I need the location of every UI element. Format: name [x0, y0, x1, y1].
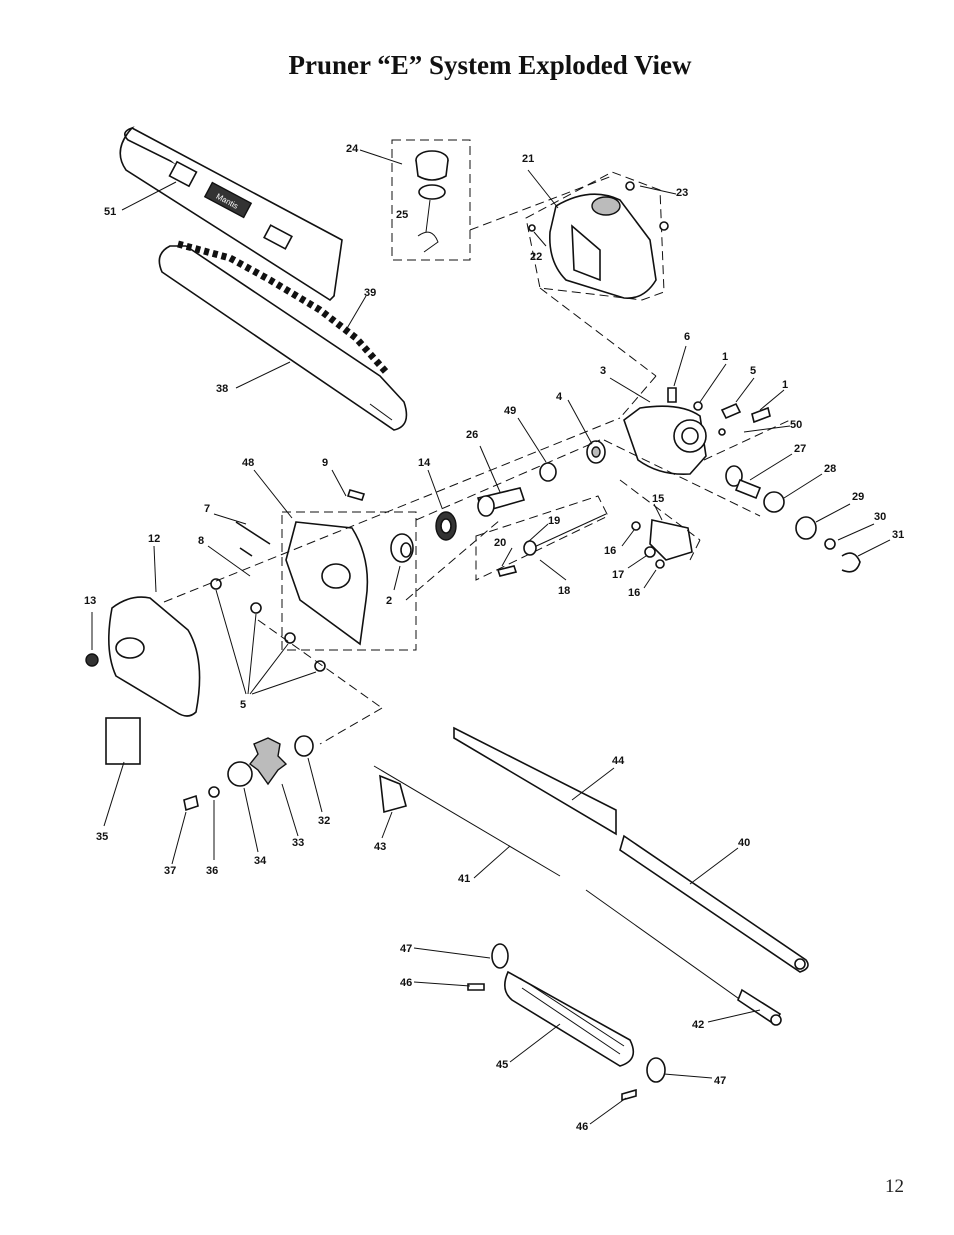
callout-33: 33 [292, 837, 304, 849]
saw-chain-and-bar [158, 240, 408, 431]
callout-18: 18 [558, 585, 570, 597]
callout-23: 23 [676, 187, 688, 199]
callout-27: 27 [794, 443, 806, 455]
output-shaft-parts [725, 465, 861, 573]
shaft-tubes [373, 726, 809, 1026]
gear-head [623, 387, 771, 476]
callout-42: 42 [692, 1019, 704, 1031]
callout-7: 7 [204, 503, 210, 515]
sprocket-cover [85, 596, 201, 717]
callout-47: 47 [400, 943, 412, 955]
callout-30: 30 [874, 511, 886, 523]
callout-19: 19 [548, 515, 560, 527]
gear-housing-top [525, 171, 669, 301]
callout-1b: 1 [782, 379, 788, 391]
leader-lines [91, 149, 891, 1125]
callout-1: 1 [722, 351, 728, 363]
callout-5b: 5 [240, 699, 246, 711]
callout-47b: 47 [714, 1075, 726, 1087]
adjuster-group [475, 495, 609, 581]
callout-16: 16 [604, 545, 616, 557]
page-number: 12 [885, 1176, 904, 1197]
sprocket-parts [105, 717, 314, 812]
callout-50: 50 [790, 419, 802, 431]
callout-37: 37 [164, 865, 176, 877]
callout-51: 51 [104, 206, 116, 218]
callout-25: 25 [396, 209, 408, 221]
grip-assembly [467, 943, 666, 1102]
callout-45: 45 [496, 1059, 508, 1071]
guide-bar: Mantis [119, 126, 343, 302]
callout-36: 36 [206, 865, 218, 877]
callout-49: 49 [504, 405, 516, 417]
callout-6: 6 [684, 331, 690, 343]
callout-34: 34 [254, 855, 267, 867]
callout-35: 35 [96, 831, 108, 843]
callout-2: 2 [386, 595, 392, 607]
callout-41: 41 [458, 873, 470, 885]
callout-24: 24 [346, 143, 359, 155]
callout-4: 4 [556, 391, 563, 403]
callout-43: 43 [374, 841, 386, 853]
chain-tensioner-plate [210, 489, 417, 672]
callout-15: 15 [652, 493, 664, 505]
callout-48: 48 [242, 457, 254, 469]
callout-8: 8 [198, 535, 204, 547]
callout-5: 5 [750, 365, 756, 377]
callout-9: 9 [322, 457, 328, 469]
callout-21: 21 [522, 153, 534, 165]
callout-12: 12 [148, 533, 160, 545]
callout-3: 3 [600, 365, 606, 377]
callout-22: 22 [530, 251, 542, 263]
callout-39: 39 [364, 287, 376, 299]
assembly-lines [163, 175, 791, 745]
callout-46: 46 [400, 977, 412, 989]
callout-17: 17 [612, 569, 624, 581]
callout-26: 26 [466, 429, 478, 441]
callout-38: 38 [216, 383, 228, 395]
callout-13: 13 [84, 595, 96, 607]
oil-cap-group [391, 139, 471, 261]
callout-31: 31 [892, 529, 904, 541]
callout-labels: 51 24 25 21 23 22 39 38 6 3 1 5 1 50 4 4… [84, 143, 904, 1133]
callout-28: 28 [824, 463, 836, 475]
callout-46b: 46 [576, 1121, 588, 1133]
callout-14: 14 [418, 457, 431, 469]
callout-32: 32 [318, 815, 330, 827]
callout-29: 29 [852, 491, 864, 503]
callout-16b: 16 [628, 587, 640, 599]
callout-40: 40 [738, 837, 750, 849]
page-title: Pruner “E” System Exploded View [288, 50, 692, 80]
callout-20: 20 [494, 537, 506, 549]
callout-44: 44 [612, 755, 625, 767]
